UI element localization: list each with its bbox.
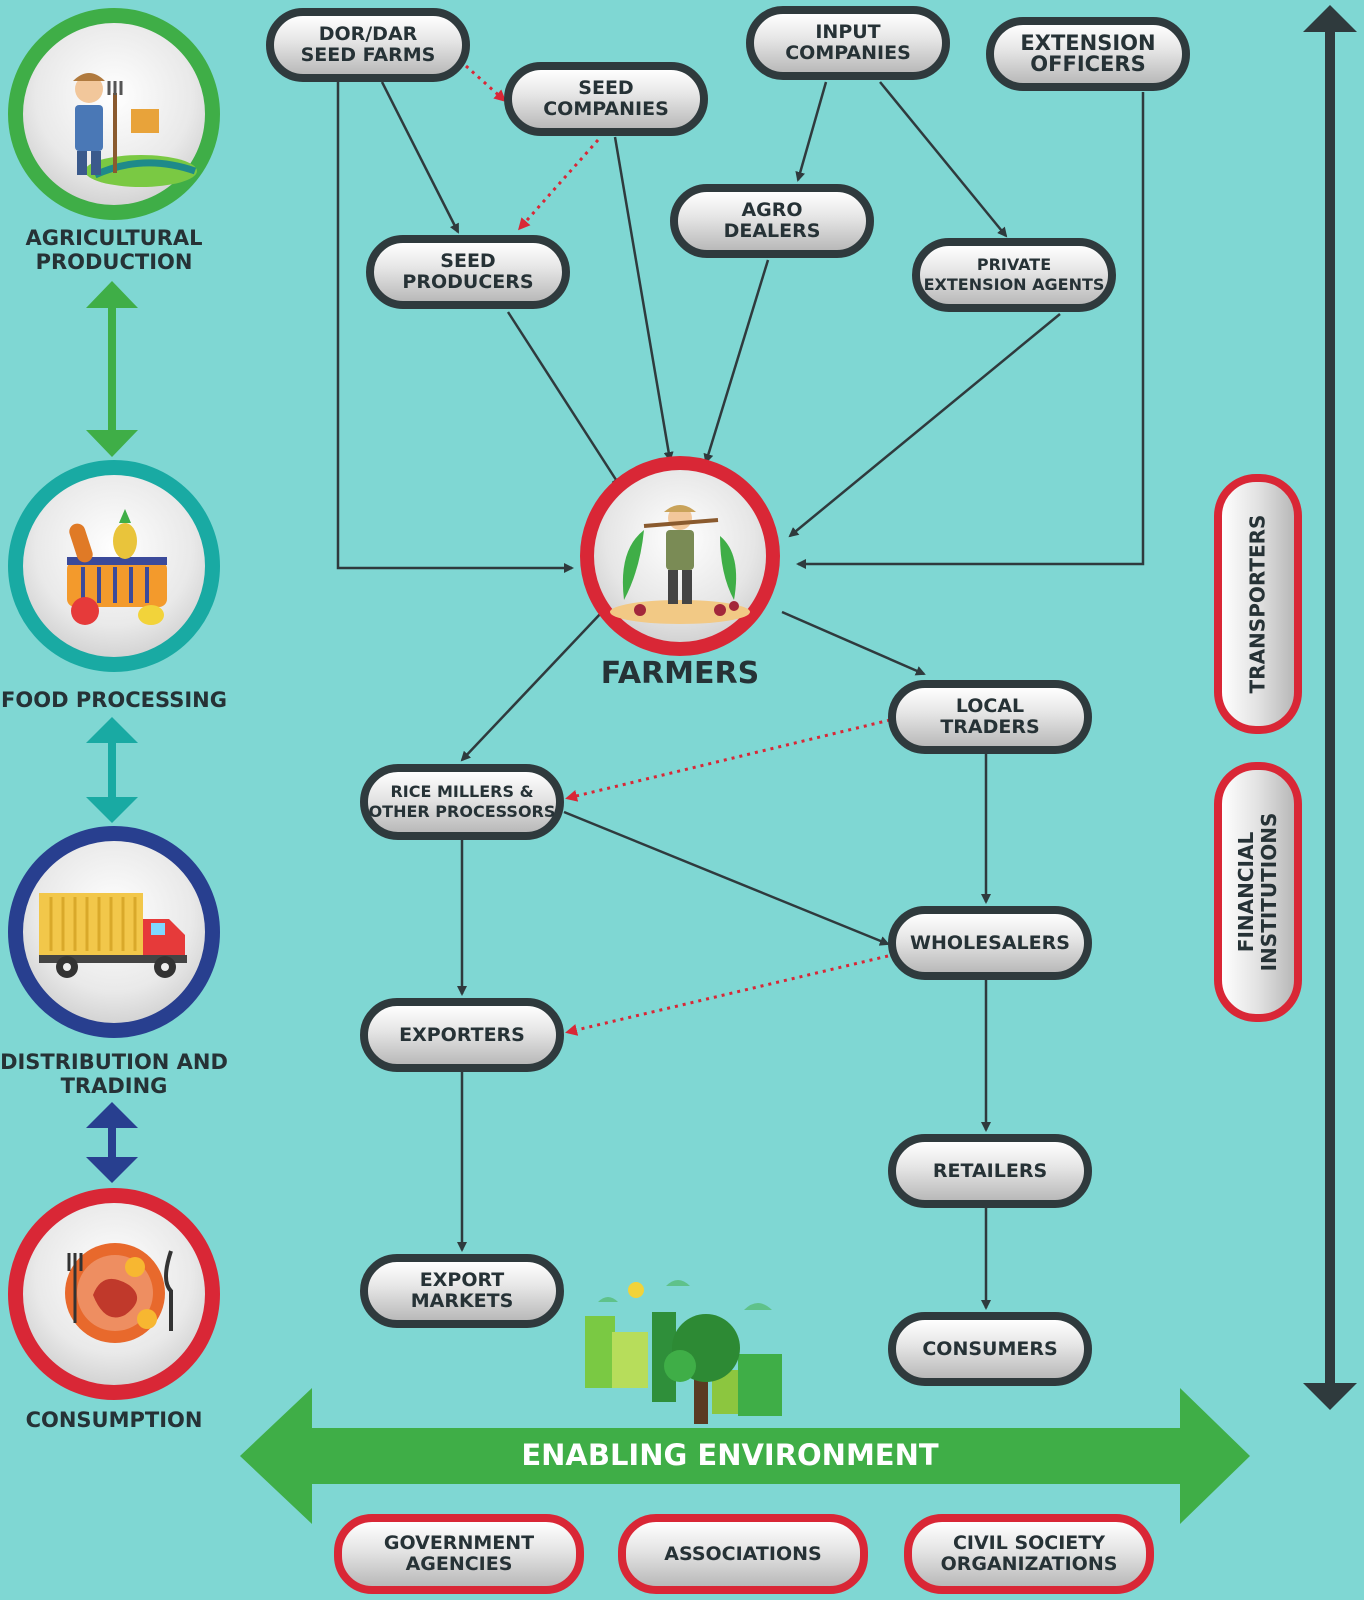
stage-label-processing: FOOD PROCESSING (1, 688, 227, 712)
node-input-companies: INPUT COMPANIES (746, 6, 950, 80)
farmers-icon (580, 456, 780, 656)
production-processing-arrow (86, 281, 138, 457)
node-export-markets: EXPORT MARKETS (360, 1254, 564, 1328)
consumption-plate-icon (8, 1188, 220, 1400)
node-civil-society-organizations: CIVIL SOCIETY ORGANIZATIONS (904, 1514, 1154, 1594)
node-agro-dealers: AGRO DEALERS (670, 184, 874, 258)
enabling-environment-title: ENABLING ENVIRONMENT (521, 1438, 939, 1472)
node-seed-companies: SEED COMPANIES (504, 62, 708, 136)
flow-arrows (336, 81, 1145, 1310)
node-seed-producers: SEED PRODUCERS (366, 235, 570, 309)
stage-label-consumption: CONSUMPTION (25, 1408, 203, 1432)
node-rice-millers: RICE MILLERS & OTHER PROCESSORS (360, 764, 564, 840)
node-retailers: RETAILERS (888, 1134, 1092, 1208)
side-transporters: TRANSPORTERS (1214, 474, 1302, 734)
node-associations: ASSOCIATIONS (618, 1514, 868, 1594)
right-vertical-double-arrow (1303, 5, 1357, 1410)
plate-illustration (65, 1243, 173, 1343)
node-farmers-label: FARMERS (600, 656, 760, 691)
stage-label-production: AGRICULTURAL PRODUCTION (25, 226, 203, 274)
stage-label-distribution: DISTRIBUTION AND TRADING (0, 1050, 228, 1098)
city-illustration (585, 1280, 782, 1424)
farmer-field-illustration (610, 505, 750, 624)
node-exporters: EXPORTERS (360, 998, 564, 1072)
food-processing-icon (8, 460, 220, 672)
side-financial-institutions: FINANCIAL INSTITUTIONS (1214, 762, 1302, 1022)
node-dor-dar-seed-farms: DOR/DAR SEED FARMS (266, 8, 470, 82)
farmer-illustration (73, 73, 197, 187)
node-consumers: CONSUMERS (888, 1312, 1092, 1386)
node-government-agencies: GOVERNMENT AGENCIES (334, 1514, 584, 1594)
informal-flow-arrows (464, 64, 891, 1036)
side-financial-institutions-label: FINANCIAL INSTITUTIONS (1234, 812, 1281, 972)
distribution-consumption-arrow (86, 1102, 138, 1183)
node-wholesalers: WHOLESALERS (888, 906, 1092, 980)
agricultural-production-icon (8, 8, 220, 220)
node-private-extension-agents: PRIVATE EXTENSION AGENTS (912, 238, 1116, 312)
enabling-environment-arrow (240, 1388, 1250, 1524)
distribution-truck-icon (8, 826, 220, 1038)
truck-illustration (39, 893, 187, 978)
side-transporters-label: TRANSPORTERS (1245, 514, 1270, 694)
node-local-traders: LOCAL TRADERS (888, 680, 1092, 754)
basket-illustration (67, 509, 167, 625)
node-extension-officers: EXTENSION OFFICERS (986, 17, 1190, 91)
processing-distribution-arrow (86, 717, 138, 823)
